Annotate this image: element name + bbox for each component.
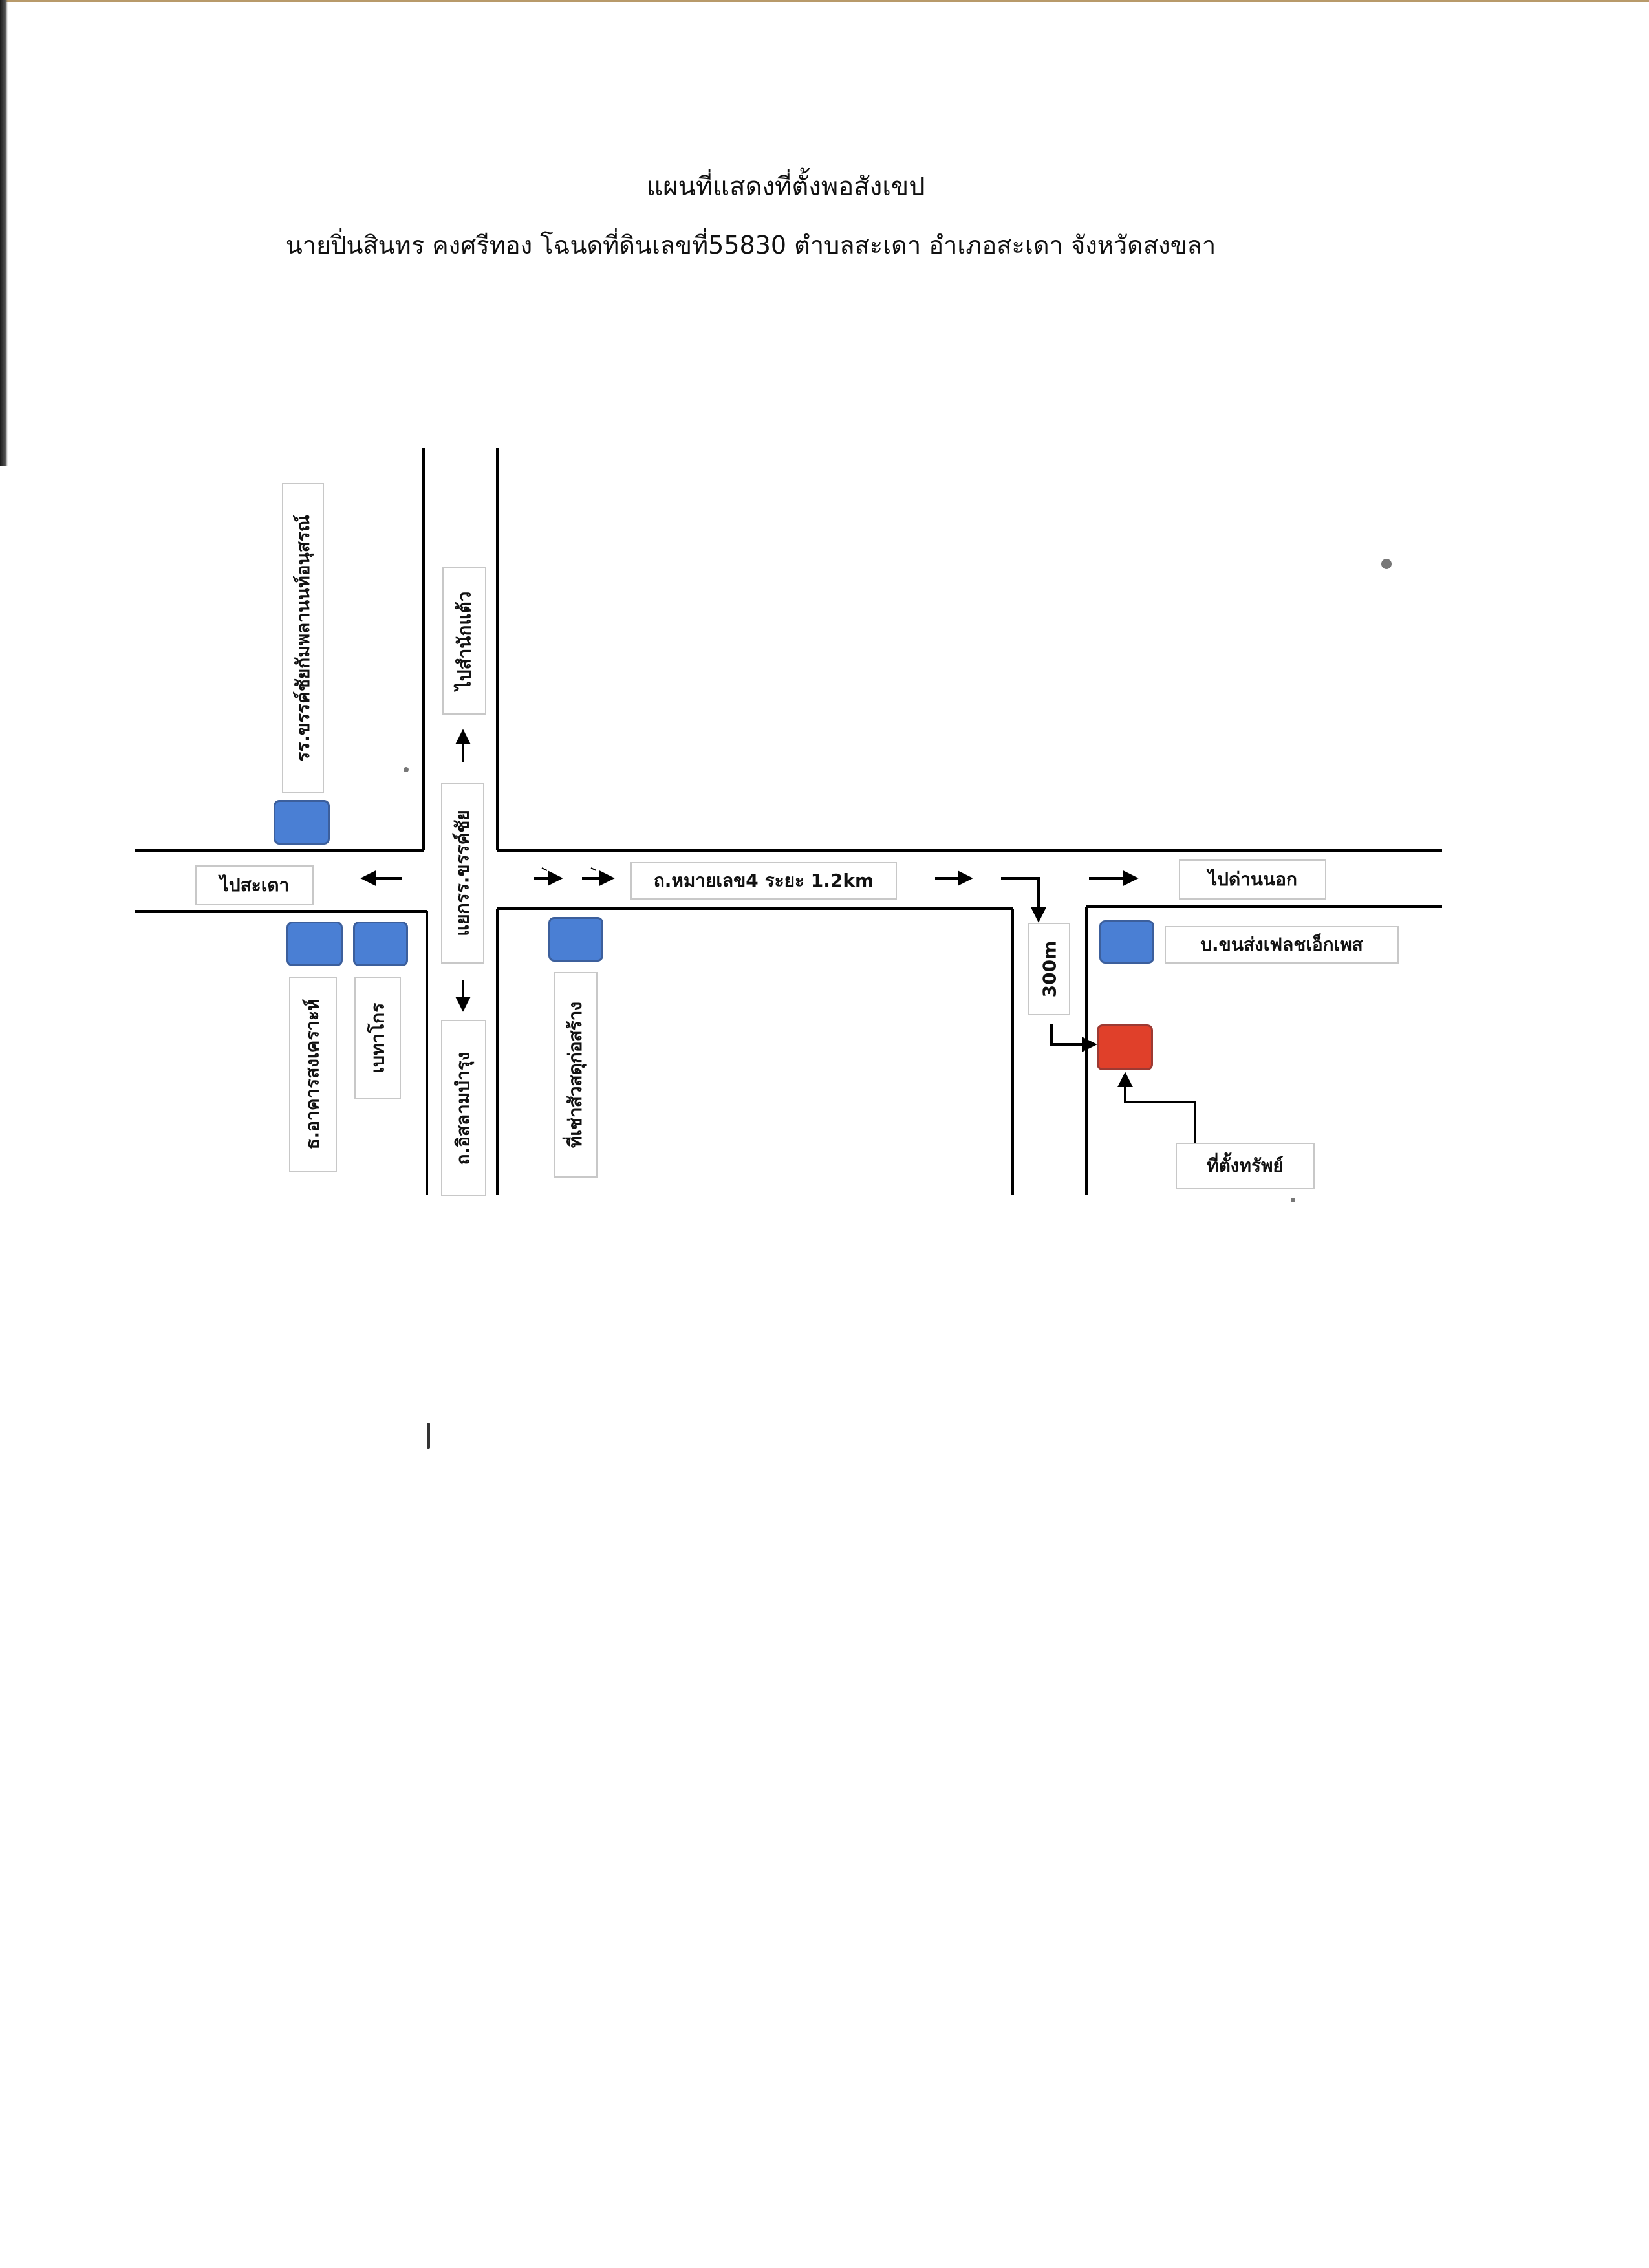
label-to-samnak-taeo: ไปสำนักแต้ว (442, 567, 486, 715)
arrow-tick-mark (541, 867, 548, 871)
material-shop-marker (548, 917, 603, 962)
label-junction-text: แยกรร.ขรรค์ชัย (451, 810, 473, 936)
label-side-road-distance-text: 300m (1039, 940, 1060, 998)
label-flash-express: บ.ขนส่งเฟลชเอ็กเพส (1165, 926, 1399, 964)
label-betagro-text: เบทาโกร (367, 1002, 388, 1074)
label-highway: ถ.หมายเลข4 ระยะ 1.2km (630, 862, 897, 900)
betagro-marker (353, 922, 408, 966)
label-side-road-distance: 300m (1028, 923, 1070, 1015)
label-to-sadao: ไปสะเดา (195, 865, 314, 905)
arrow-to-property-icon (1050, 1024, 1097, 1052)
scan-speck (404, 767, 409, 772)
arrow-tick-mark (590, 867, 597, 871)
arrow-property-pointer-icon (1117, 1072, 1196, 1143)
property-marker (1097, 1024, 1153, 1070)
scan-speck (1381, 559, 1392, 569)
label-bank-text: ธ.อาคารสงเคราะห์ (302, 999, 324, 1150)
arrow-turn-side-road-icon (1001, 877, 1046, 923)
scan-speck (427, 1423, 430, 1449)
label-highway-text: ถ.หมายเลข4 ระยะ 1.2km (653, 870, 874, 891)
label-school-text: รร.ขรรค์ชัยกัมพลานนท์อนุสรณ์ (292, 514, 314, 762)
scan-edge-top (0, 0, 1649, 2)
label-bank: ธ.อาคารสงเคราะห์ (289, 977, 337, 1172)
scan-edge-left (0, 0, 8, 466)
label-flash-express-text: บ.ขนส่งเฟลชเอ็กเพส (1200, 934, 1363, 955)
label-betagro: เบทาโกร (354, 977, 401, 1099)
label-to-samnak-taeo-text: ไปสำนักแต้ว (453, 591, 475, 691)
school-marker (274, 800, 330, 845)
label-property-location-text: ที่ตั้งทรัพย์ (1207, 1155, 1284, 1176)
bank-marker (286, 922, 343, 966)
label-to-sadao-text: ไปสะเดา (219, 874, 290, 896)
label-school: รร.ขรรค์ชัยกัมพลานนท์อนุสรณ์ (282, 483, 324, 793)
label-islam-bamrung-road-text: ถ.อิสลามบำรุง (453, 1051, 475, 1165)
label-islam-bamrung-road: ถ.อิสลามบำรุง (441, 1020, 486, 1196)
page-subtitle: นายปิ่นสินทร คงศรีทอง โฉนดที่ดินเลขที่55… (285, 231, 1216, 259)
flash-express-marker (1099, 920, 1154, 964)
label-property-location: ที่ตั้งทรัพย์ (1176, 1143, 1315, 1189)
label-material-shop: ที่เช่าสัวสดุก่อสร้าง (554, 972, 598, 1178)
label-material-shop-text: ที่เช่าสัวสดุก่อสร้าง (565, 1001, 587, 1149)
label-to-dan-nok-text: ไปด่านนอก (1208, 869, 1297, 890)
page-title: แผนที่แสดงที่ตั้งพอสังเขป (646, 172, 925, 202)
label-junction: แยกรร.ขรรค์ชัย (441, 783, 484, 964)
scan-speck (1291, 1198, 1295, 1202)
label-to-dan-nok: ไปด่านนอก (1179, 859, 1326, 900)
